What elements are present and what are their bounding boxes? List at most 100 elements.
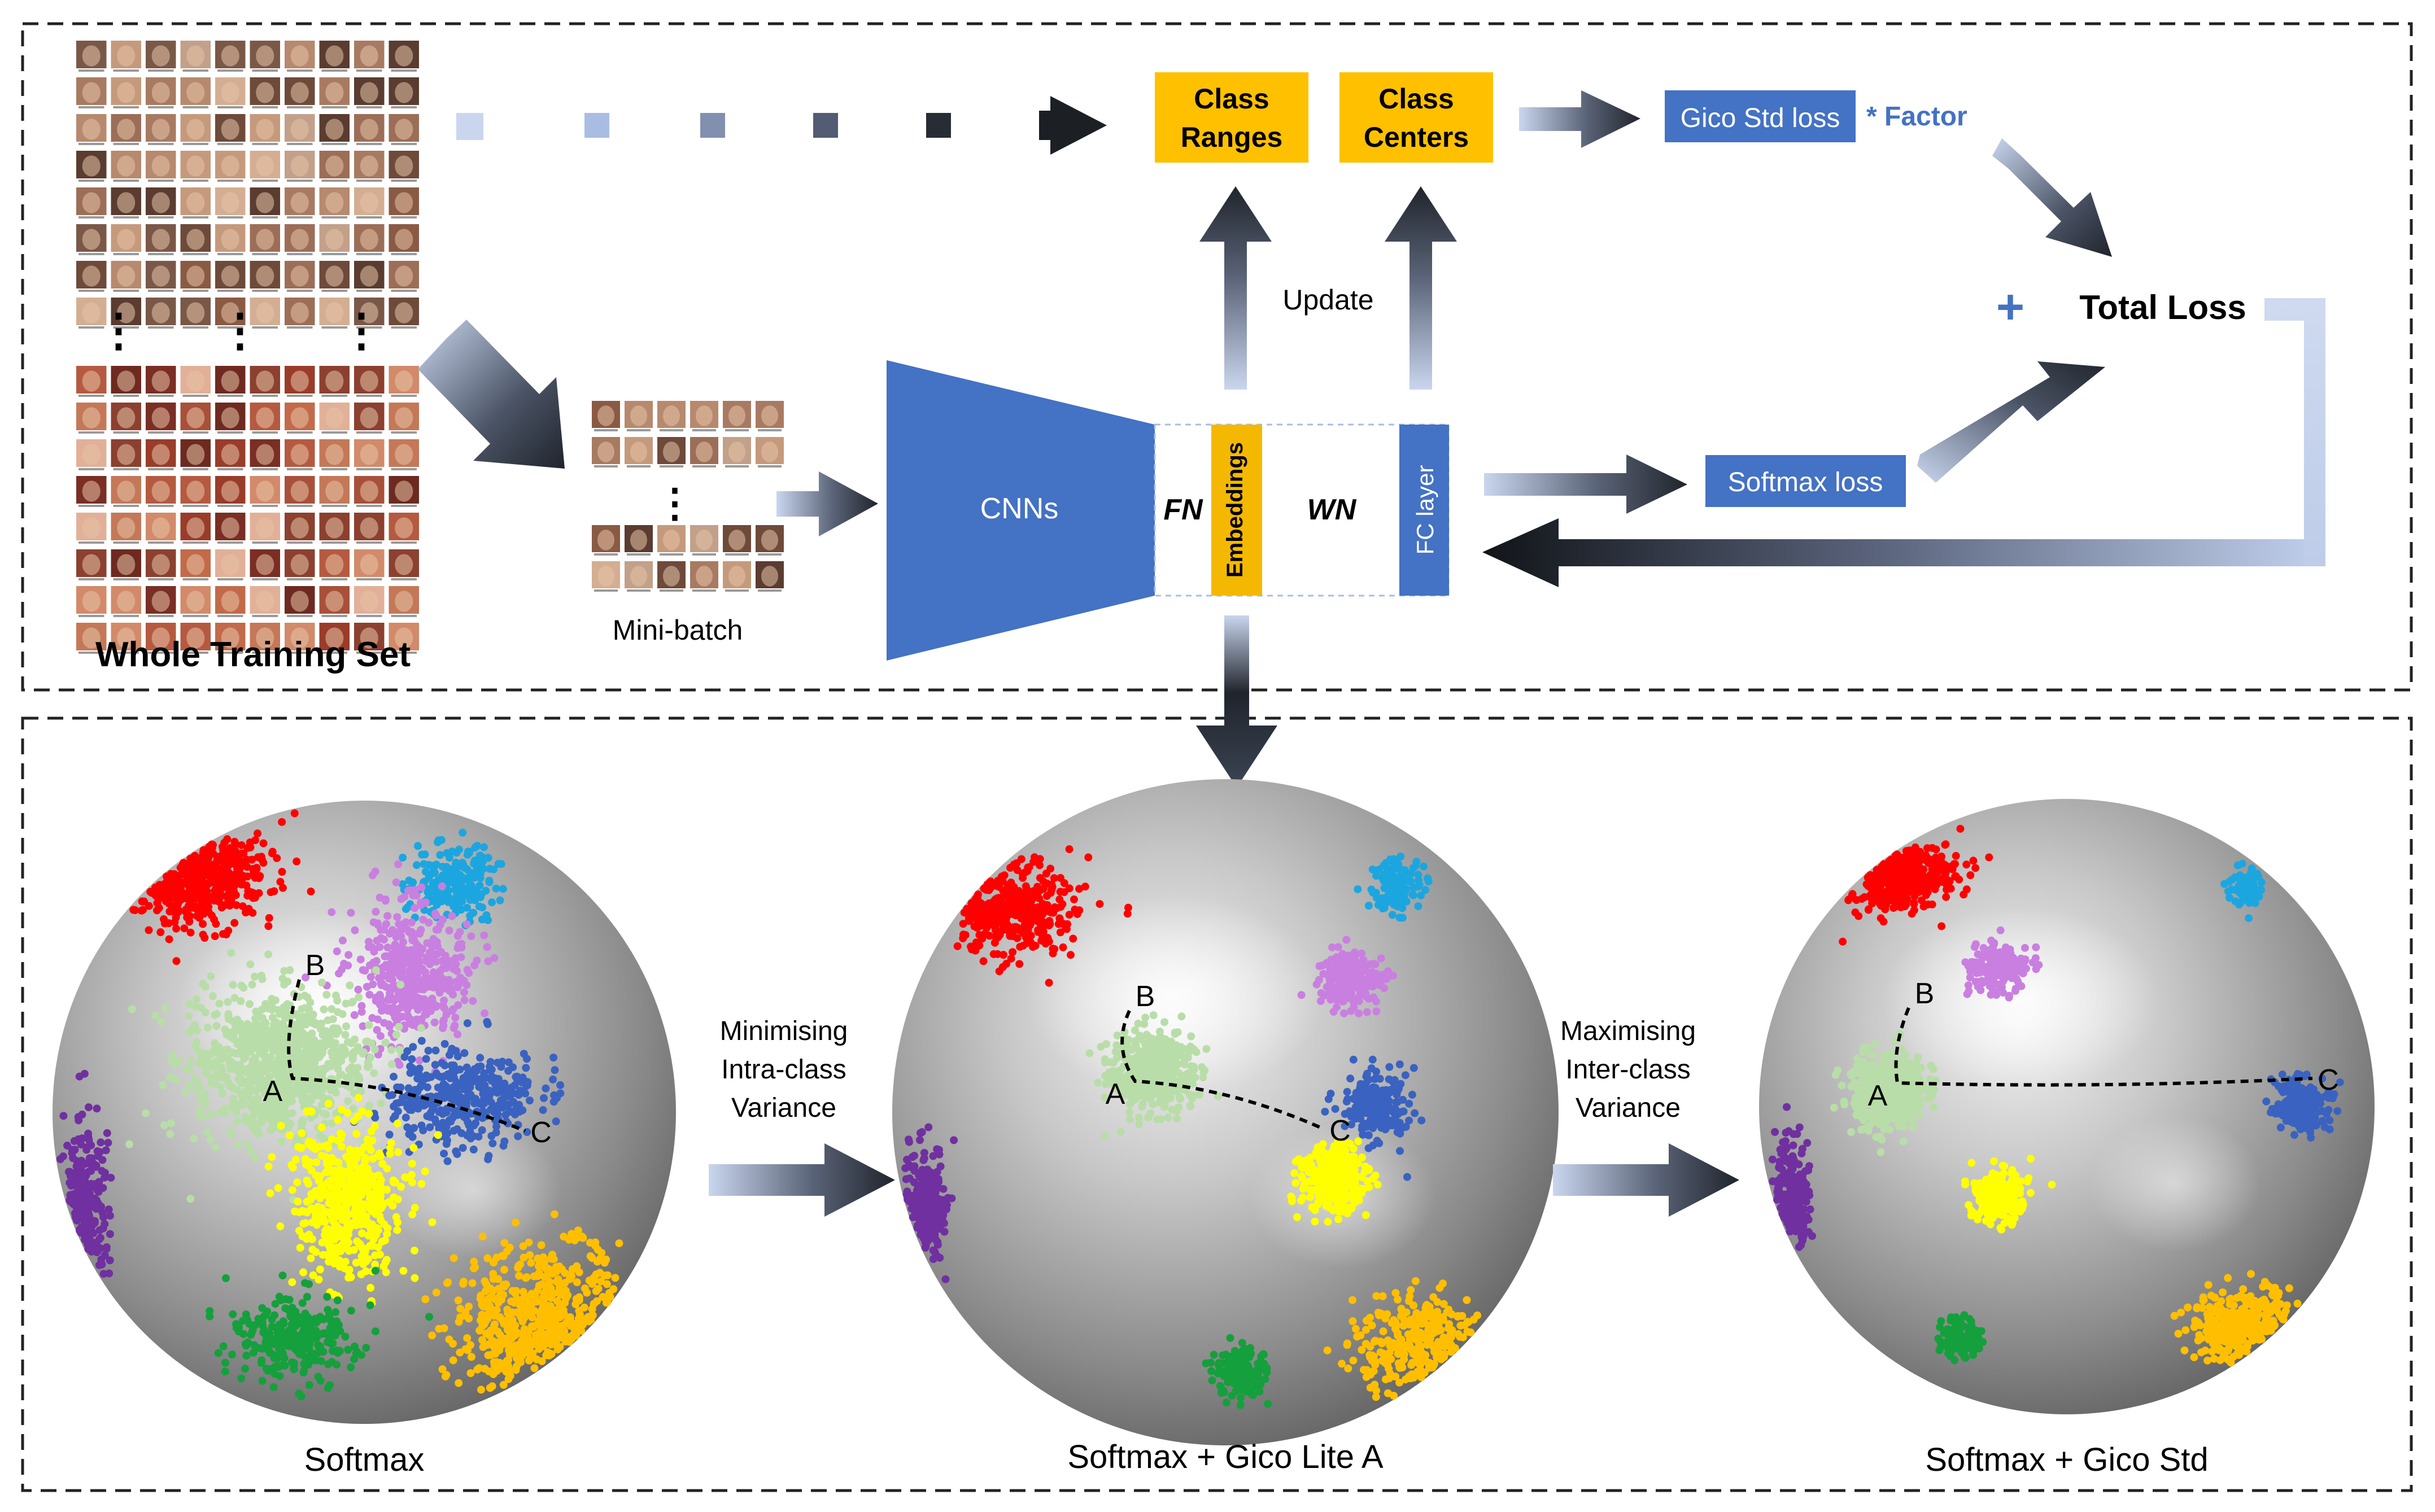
update-arrow-centers	[1385, 186, 1457, 390]
face-grid-bottom	[76, 366, 419, 654]
face-thumbnail	[146, 366, 176, 397]
face-thumbnail	[111, 298, 141, 329]
cluster-cyan	[2220, 859, 2266, 923]
face-thumbnail	[111, 261, 141, 292]
face-thumbnail	[250, 439, 280, 470]
arrow-to-spheres	[1196, 615, 1277, 788]
face-thumbnail	[625, 437, 653, 467]
factor-label: * Factor	[1866, 102, 1967, 132]
face-thumbnail	[285, 366, 315, 397]
minimising-line-1: Minimising	[720, 1016, 848, 1046]
face-thumbnail	[389, 261, 419, 292]
face-thumbnail	[111, 513, 141, 544]
gico-std-loss-box	[1665, 90, 1856, 142]
face-thumbnail	[111, 549, 141, 580]
bottom-panel-frame	[21, 716, 2413, 1492]
face-thumbnail	[76, 77, 107, 108]
arrow-gico-to-total	[1992, 138, 2112, 257]
total-loss-label: Total Loss	[2079, 289, 2246, 326]
face-thumbnail	[319, 476, 350, 507]
face-thumbnail	[111, 439, 141, 470]
cnn-label: CNNs	[980, 492, 1059, 525]
face-thumbnail	[146, 549, 176, 580]
face-thumbnail	[111, 476, 141, 507]
cluster-yellow	[264, 1094, 442, 1327]
face-thumbnail	[354, 439, 385, 470]
face-thumbnail	[319, 586, 350, 617]
sphere-highlight	[1882, 906, 2159, 1091]
face-thumbnail	[180, 439, 211, 470]
face-thumbnail	[215, 403, 246, 434]
face-thumbnail	[180, 224, 211, 255]
face-thumbnail	[592, 525, 620, 556]
face-thumbnail	[250, 77, 280, 108]
cluster-orange	[421, 1210, 623, 1394]
face-thumbnail	[389, 586, 419, 617]
cluster-green	[206, 1266, 434, 1401]
face-thumbnail	[354, 41, 385, 72]
face-thumbnail	[389, 224, 419, 255]
cluster-red	[129, 809, 315, 965]
face-thumbnail	[250, 298, 280, 329]
face-thumbnail	[389, 623, 419, 654]
class-centers-label-1: Class	[1378, 83, 1454, 115]
face-thumbnail	[111, 151, 141, 182]
cluster-yellow	[1961, 1155, 2056, 1234]
face-thumbnail	[180, 549, 211, 580]
face-thumbnail	[354, 187, 385, 219]
maximising-line-2: Inter-class	[1565, 1055, 1690, 1085]
point-label-a: A	[263, 1075, 283, 1108]
sphere-softmax: ABC	[53, 801, 676, 1424]
face-thumbnail	[146, 41, 176, 72]
face-thumbnail	[319, 224, 350, 255]
face-thumbnail	[354, 623, 385, 654]
face-thumbnail	[76, 261, 107, 292]
grid-ellipsis-1: ⋮	[96, 305, 141, 355]
face-thumbnail	[250, 41, 280, 72]
face-thumbnail	[180, 513, 211, 544]
face-thumbnail	[657, 401, 686, 431]
face-thumbnail	[76, 513, 107, 544]
face-thumbnail	[76, 151, 107, 182]
face-thumbnail	[657, 437, 686, 467]
cluster-blue	[1321, 1055, 1426, 1181]
sphere-gico-lite-label: Softmax + Gico Lite A	[1067, 1439, 1384, 1475]
face-thumbnail	[285, 586, 315, 617]
face-thumbnail	[354, 224, 385, 255]
face-thumbnail	[215, 549, 246, 580]
face-thumbnail	[250, 187, 280, 219]
face-thumbnail	[146, 261, 176, 292]
cnn-block	[887, 360, 1155, 661]
sphere-gico-lite: ABC	[892, 779, 1559, 1445]
face-thumbnail	[76, 366, 107, 397]
face-thumbnail	[180, 261, 211, 292]
face-thumbnail	[690, 437, 718, 467]
face-thumbnail	[690, 561, 718, 592]
face-thumbnail	[146, 298, 176, 329]
face-thumbnail	[250, 151, 280, 182]
minibatch-faces-bottom	[592, 525, 784, 592]
face-thumbnail	[389, 366, 419, 397]
face-thumbnail	[657, 561, 686, 592]
minibatch-ellipsis: ⋮	[655, 481, 695, 525]
face-thumbnail	[389, 187, 419, 219]
face-thumbnail	[180, 187, 211, 219]
face-thumbnail	[285, 114, 315, 145]
update-label: Update	[1282, 284, 1373, 316]
class-ranges-box	[1155, 72, 1308, 163]
face-thumbnail	[111, 366, 141, 397]
minimising-line-2: Intra-class	[721, 1055, 846, 1085]
face-thumbnail	[146, 476, 176, 507]
face-thumbnail	[76, 586, 107, 617]
plus-sign: +	[1996, 280, 2024, 334]
face-thumbnail	[389, 298, 419, 329]
sphere-gico-std: ABC	[1759, 799, 2375, 1414]
grid-ellipsis-3: ⋮	[339, 305, 384, 355]
cluster-purple	[901, 1123, 958, 1283]
face-thumbnail	[285, 476, 315, 507]
face-thumbnail	[319, 403, 350, 434]
face-thumbnail	[215, 439, 246, 470]
arrow-minimising	[709, 1143, 895, 1217]
top-panel-frame	[21, 22, 2413, 692]
fc-layer-bar	[1399, 425, 1449, 596]
